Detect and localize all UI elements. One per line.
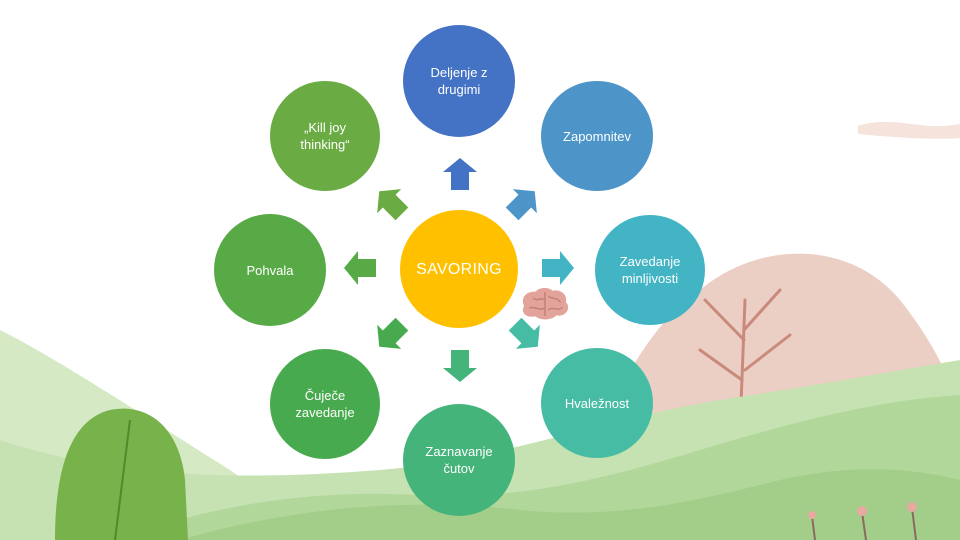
node-hvaleznost: Hvaležnost: [541, 348, 653, 458]
cloud-shape: [858, 121, 960, 139]
bush-line: [114, 419, 131, 540]
flowers: [808, 502, 917, 540]
brain-icon: [522, 287, 569, 320]
node-label: Zavedanje minljivosti: [619, 254, 681, 286]
node-label: Deljenje z drugimi: [430, 65, 488, 97]
node-deljenje-z-drugimi: Deljenje z drugimi: [403, 25, 515, 137]
node-label: Zapomnitev: [563, 128, 631, 144]
node-label: „Kill joy thinking“: [300, 120, 350, 152]
node-label: Hvaležnost: [564, 395, 630, 411]
node-zavedanje-minljivosti: Zavedanje minljivosti: [595, 215, 705, 325]
node-center-savoring: SAVORING: [400, 210, 518, 328]
node-label: Čuječe zavedanje: [295, 388, 355, 420]
center-label: SAVORING: [416, 260, 502, 278]
green-bush: [55, 408, 188, 540]
rolling-hill-front: [180, 469, 960, 540]
node-label: Zaznavanje čutov: [425, 444, 493, 476]
node-label: Pohvala: [246, 262, 294, 278]
node-zapomnitev: Zapomnitev: [541, 81, 653, 191]
node-pohvala: Pohvala: [214, 214, 326, 326]
node-zaznavanje-cutov: Zaznavanje čutov: [403, 404, 515, 516]
node-kill-joy-thinking: „Kill joy thinking“: [270, 81, 380, 191]
node-cujece-zavedanje: Čuječe zavedanje: [270, 349, 380, 459]
